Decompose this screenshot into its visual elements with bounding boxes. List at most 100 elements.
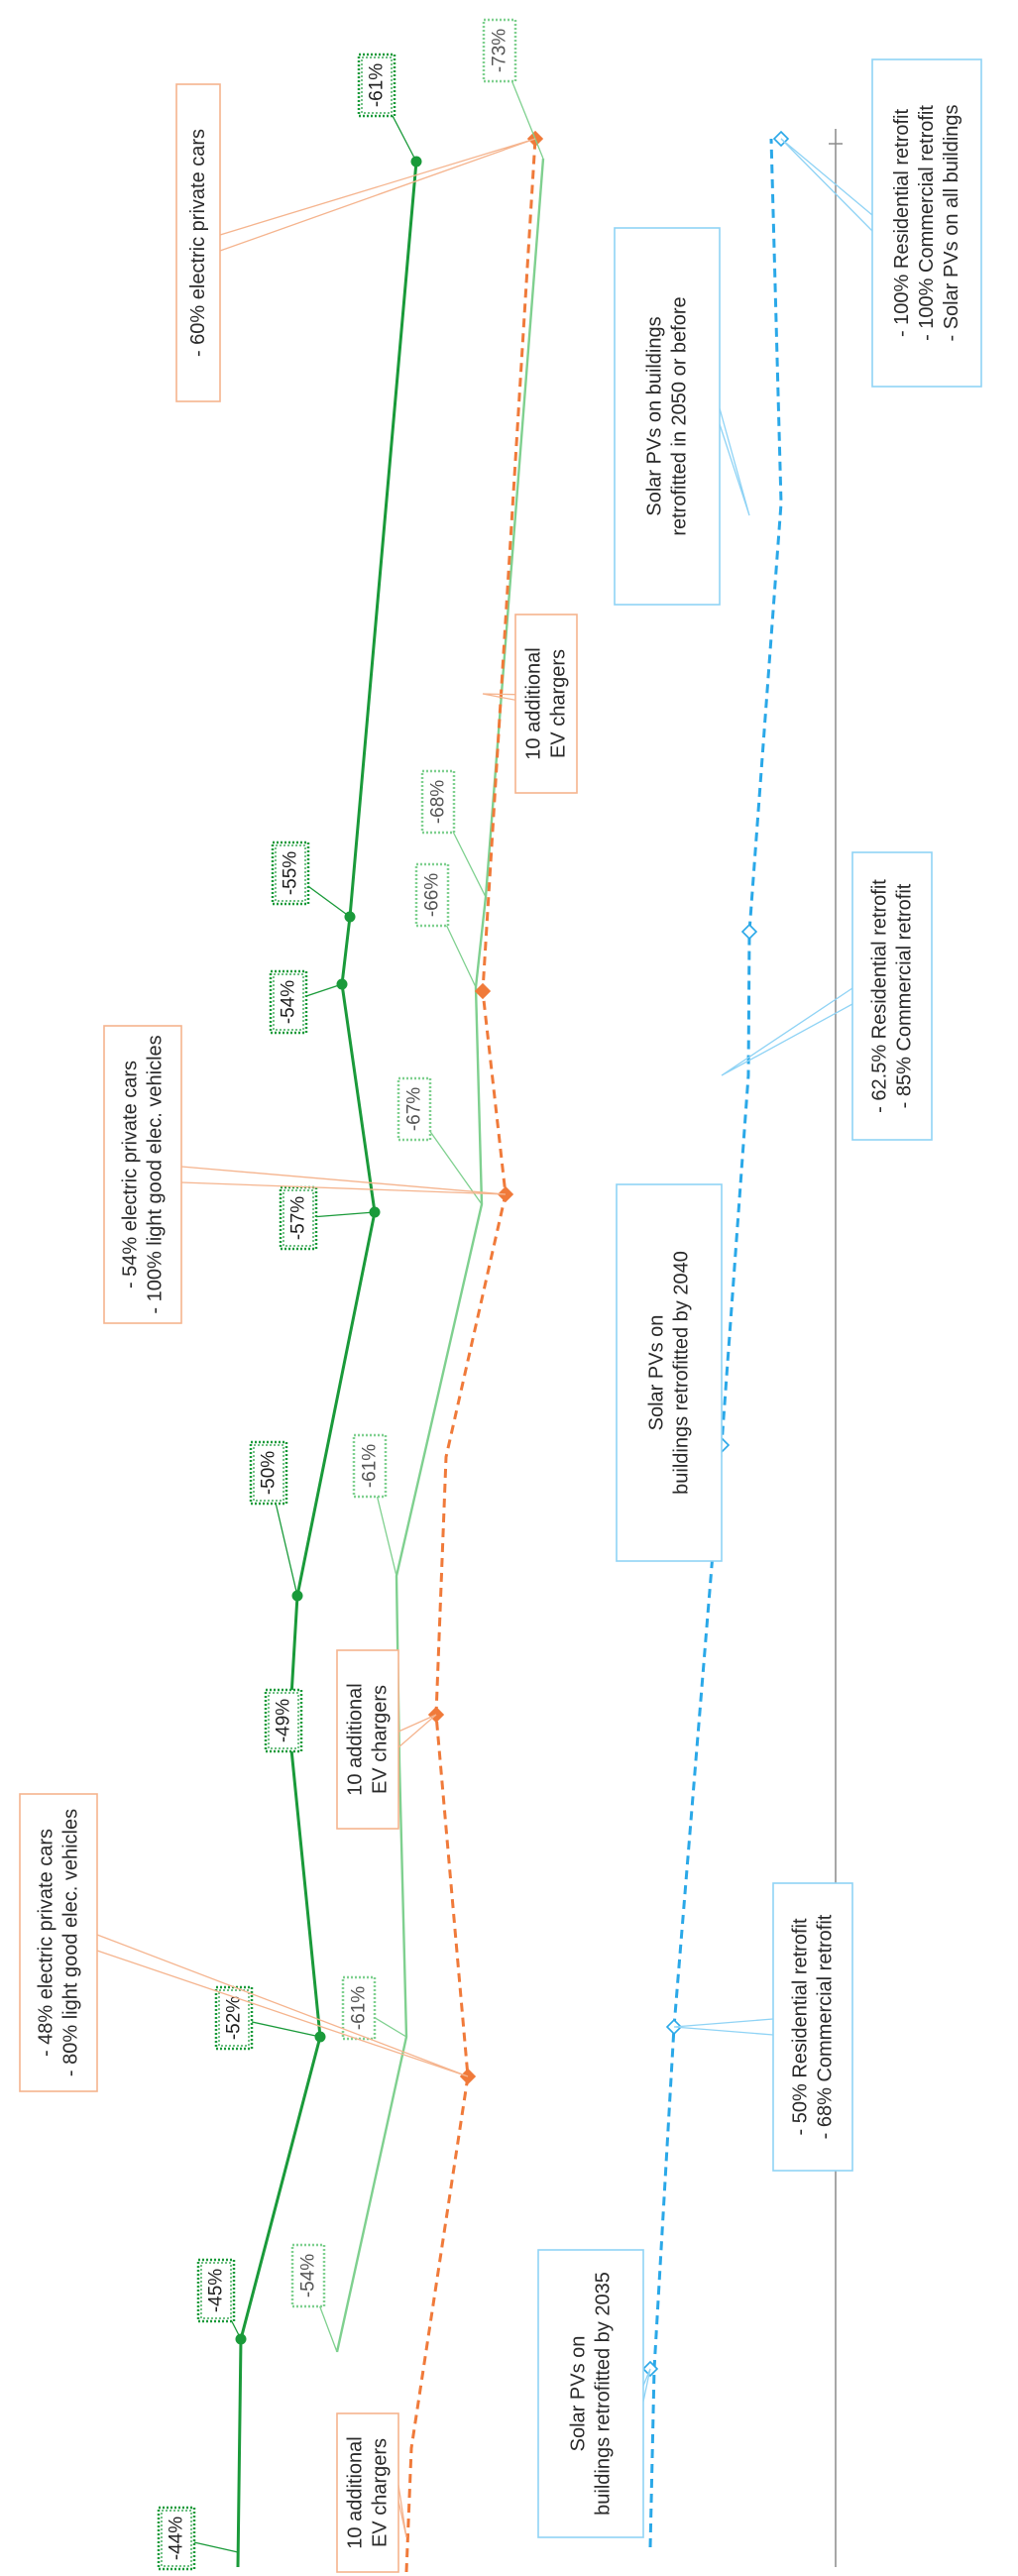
label-box-border (357, 53, 396, 118)
annotation-text: retrofitted in 2050 or before (669, 296, 691, 535)
annotation-text: Solar PVs on (646, 1315, 668, 1431)
annotation-text: EV chargers (370, 1685, 392, 1794)
annotation-box: - 62.5% Residential retrofit- 85% Commer… (851, 851, 933, 1141)
label-box-border (871, 58, 982, 388)
annotation-text: EV chargers (370, 2438, 392, 2547)
annotation-leader (780, 138, 873, 232)
data-label-box: -50% (249, 1440, 288, 1506)
annotation-text: - 100% Residential retrofit (891, 109, 913, 338)
label-box-border (196, 2258, 236, 2323)
data-label: -67% (404, 1087, 425, 1131)
annotation-leader (673, 2018, 774, 2036)
annotation-text: - 62.5% Residential retrofit (869, 879, 891, 1113)
annotation-text: buildings retrofitted by 2035 (593, 2272, 615, 2516)
data-label-box: -61% (357, 53, 396, 118)
label-box-border (336, 1649, 399, 1830)
label-box-inner-border (200, 2262, 232, 2319)
data-label-box: -68% (420, 769, 456, 835)
annotation-text: - 48% electric private cars (36, 1829, 57, 2057)
annotation-text: - 50% Residential retrofit (790, 1918, 812, 2135)
label-box-inner-border (273, 973, 304, 1031)
label-box-border (336, 2412, 399, 2573)
data-label-box: -67% (396, 1076, 432, 1142)
data-label: -61% (349, 1986, 370, 2030)
data-label: -50% (259, 1451, 280, 1495)
label-box-inner-border (361, 56, 393, 114)
data-label: -49% (274, 1699, 294, 1742)
series-line-dark-green (236, 161, 418, 2568)
annotation-leader (397, 1714, 437, 1748)
series-line-light-green (335, 158, 545, 2353)
series-line-orange (404, 138, 537, 2573)
data-label: -68% (428, 780, 449, 824)
data-label-box: -66% (414, 862, 450, 928)
annotation-box: - 54% electric private cars- 100% light … (103, 1025, 182, 1324)
label-box-inner-border (283, 1189, 314, 1247)
data-label-box: -61% (352, 1433, 388, 1499)
data-label: -45% (206, 2269, 227, 2312)
data-label: -57% (288, 1196, 309, 1240)
annotation-text: - 100% Commercial retrofit (916, 105, 938, 341)
label-box-inner-border (161, 2510, 192, 2567)
annotation-text: - 60% electric private cars (187, 129, 209, 357)
annotation-box: - 48% electric private cars- 80% light g… (19, 1793, 98, 2092)
annotation-text: 10 additional (523, 647, 545, 759)
label-box-border (279, 1185, 318, 1251)
data-label: -44% (167, 2517, 187, 2560)
annotation-text: - Solar PVs on all buildings (941, 104, 962, 341)
data-label: -54% (279, 980, 299, 1024)
annotation-text: 10 additional (345, 1683, 367, 1795)
label-box-border (772, 1882, 853, 2172)
label-box-border (175, 83, 221, 402)
label-box-border (537, 2249, 644, 2538)
label-box-inner-border (253, 1444, 284, 1502)
data-label-box: -54% (269, 969, 308, 1035)
data-label-box: -49% (264, 1688, 303, 1753)
label-box-border (482, 18, 517, 83)
label-box-border (514, 614, 578, 794)
data-label: -73% (490, 29, 510, 72)
label-box-border (269, 969, 308, 1035)
label-box-border (396, 1076, 432, 1142)
label-box-border (271, 840, 310, 906)
label-box-border (264, 1688, 303, 1753)
label-box-border (19, 1793, 98, 2092)
label-box-border (851, 851, 933, 1141)
label-box-border (420, 769, 456, 835)
data-label: -54% (298, 2254, 319, 2297)
data-label-box: -61% (341, 1975, 377, 2041)
label-box-border (414, 862, 450, 928)
annotation-leader (180, 1166, 507, 1195)
annotation-text: Solar PVs on buildings (644, 316, 666, 515)
annotation-leader (397, 2484, 407, 2538)
annotation-text: - 54% electric private cars (120, 1061, 142, 1288)
data-label: -61% (367, 63, 388, 107)
data-label-box: -57% (279, 1185, 318, 1251)
data-label: -55% (281, 851, 301, 895)
annotation-leader (721, 987, 853, 1076)
annotation-leader (96, 1934, 469, 2077)
annotation-leader (219, 138, 536, 252)
annotation-text: - 100% light good elec. vehicles (145, 1035, 167, 1313)
annotation-text: - 85% Commercial retrofit (894, 883, 916, 1108)
data-label: -61% (360, 1444, 381, 1488)
label-box-border (614, 227, 721, 606)
label-box-inner-border (268, 1692, 299, 1749)
annotation-text: - 68% Commercial retrofit (815, 1914, 837, 2139)
label-box-border (249, 1440, 288, 1506)
label-box-inner-border (218, 1989, 250, 2047)
annotation-text: - 80% light good elec. vehicles (60, 1809, 82, 2076)
label-box-border (103, 1025, 182, 1324)
data-label-box: -73% (482, 18, 517, 83)
label-box-border (157, 2506, 196, 2571)
data-label-box: -54% (290, 2243, 326, 2308)
annotation-text: EV chargers (548, 649, 570, 758)
annotation-text: Solar PVs on (568, 2336, 590, 2452)
data-label: -66% (422, 873, 443, 917)
